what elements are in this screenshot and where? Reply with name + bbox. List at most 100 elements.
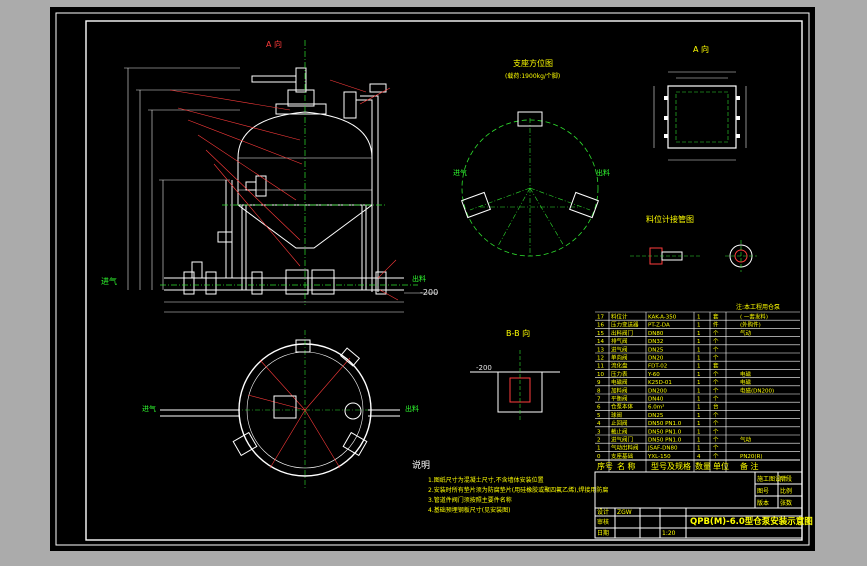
bom-cell-note: ( 一套发料)	[740, 313, 768, 321]
section-dim-left: -200	[476, 364, 492, 372]
bom-cell-note: 气动	[740, 436, 752, 444]
tb-right-6: 张数	[780, 499, 792, 507]
bom-cell-no: 5	[597, 413, 601, 419]
bom-cell-qty: 1	[697, 446, 701, 452]
bom-cell-no: 4	[597, 421, 601, 427]
bom-cell-no: 13	[597, 347, 604, 353]
bom-cell-qty: 1	[697, 397, 701, 403]
bom-cell-no: 3	[597, 429, 601, 435]
bom-cell-qty: 1	[697, 323, 701, 329]
bom-cell-name: 平衡阀	[611, 395, 628, 403]
bom-cell-unit: 个	[713, 346, 719, 353]
bom-cell-no: 14	[597, 339, 604, 345]
bom-cell-spec: DN20	[648, 356, 664, 362]
bom-cell-unit: 个	[713, 330, 719, 337]
notes-block: 说明 1.图纸尺寸为混凝土尺寸,不含墙体安装位置 2.安装时所有垫片须为防腐垫片…	[412, 459, 608, 514]
bom-cell-no: 7	[597, 397, 601, 403]
bom-cell-spec: JSAF-DN80	[647, 446, 678, 452]
bom-cell-name: 进气阀	[611, 345, 628, 353]
bom-cell-no: 16	[597, 323, 604, 329]
bom-cell-name: 电磁阀	[611, 378, 628, 386]
drawing-title: QPB(M)-6.0型仓泵安装示意图	[690, 516, 813, 527]
bom-cell-qty: 1	[697, 388, 701, 394]
bom-cell-unit: 个	[713, 437, 719, 444]
bom-cell-spec: DN50 PN1.0	[648, 429, 682, 435]
tb-mid-3: 1:20	[662, 530, 676, 537]
support-feet	[461, 111, 599, 219]
bom-cell-note: 电磁	[740, 378, 752, 386]
bom-cell-unit: 个	[713, 371, 719, 378]
bom-cell-unit: 个	[713, 396, 719, 403]
bom-header-unit: 单位	[713, 461, 729, 471]
bom-cell-qty: 1	[697, 405, 701, 411]
bom-cell-qty: 1	[697, 356, 701, 362]
bom-cell-name: 球阀	[611, 411, 622, 419]
view-a-inner	[675, 91, 729, 143]
bom-cell-qty: 1	[697, 429, 701, 435]
elevation-dims-bottom	[164, 292, 438, 313]
bom-cell-spec: DN80	[648, 331, 664, 337]
bom-header-qty: 数量	[695, 461, 711, 471]
bom-cell-name: 排气阀	[611, 337, 628, 345]
tb-left-1: 设计	[597, 508, 609, 516]
support-note: (载荷:1900kg/个脚)	[505, 72, 560, 80]
elevation-dim-right: -200	[420, 288, 438, 297]
notes-line-1: 1.图纸尺寸为混凝土尺寸,不含墙体安装位置	[428, 476, 544, 484]
view-a-bolts	[664, 96, 740, 138]
section-bb: B-B 向 -200	[470, 328, 560, 420]
tb-right-4: 比例	[780, 487, 792, 495]
bom-cell-no: 9	[597, 380, 601, 386]
bom-header-name: 名 称	[617, 461, 636, 471]
notes-title: 说明	[412, 459, 430, 471]
bom-cell-qty: 1	[697, 372, 701, 378]
bom-cell-spec: FDT-02	[648, 364, 667, 370]
bom-cell-spec: DN25	[648, 413, 664, 419]
tb-left-3: 日期	[597, 529, 609, 537]
bom-cell-name: 单向阀	[611, 354, 628, 362]
bom-cell-unit: 个	[713, 387, 719, 394]
elevation-left-dims	[124, 67, 240, 290]
bom-cell-name: 仓泵本体	[611, 403, 634, 411]
bom-cell-spec: PT-Z-DA	[648, 323, 670, 329]
support-right-label: 出料	[596, 168, 610, 177]
view-a-title: A 向	[693, 44, 709, 54]
plan-view: 进气 出料	[142, 330, 419, 490]
bom-cell-name: 压力表	[611, 370, 628, 378]
bom-cell-name: 出料阀门	[611, 329, 633, 337]
bom-cell-unit: 套	[713, 362, 719, 370]
bom-cell-spec: DN25	[648, 347, 664, 353]
bom-cell-qty: 1	[697, 413, 701, 419]
bom-cell-name: 止回阀	[611, 419, 628, 427]
bom-top-note: 注:本工程用仓泵	[736, 303, 780, 311]
bom-cell-qty: 1	[697, 315, 701, 321]
view-a: A 向	[653, 44, 747, 161]
bom-cell-spec: K25D-01	[648, 380, 672, 386]
bom-cell-no: 1	[597, 446, 601, 452]
bom-cell-qty: 1	[697, 331, 701, 337]
notes-line-2: 2.安装时所有垫片须为防腐垫片(用硅橡胶或聚四氟乙烯),焊接用防腐	[428, 486, 608, 494]
nozzle-detail: 料位计接管图	[630, 214, 757, 272]
plan-fittings	[160, 339, 400, 457]
elevation-label: A 向	[266, 39, 282, 49]
tb-right-2: 阶段	[780, 475, 792, 483]
bom-cell-no: 17	[597, 315, 604, 321]
bom-cell-unit: 台	[713, 403, 719, 411]
tb-left-2: 审核	[597, 518, 609, 526]
bom-cell-note: PN20(R)	[740, 454, 763, 460]
outer-frame	[55, 12, 810, 546]
title-block	[594, 471, 803, 539]
elevation-leaders	[169, 79, 399, 301]
bom-cell-no: 2	[597, 438, 601, 444]
support-orientation-view: 支座方位图 (载荷:1900kg/个脚) 进气 出料	[453, 58, 610, 258]
right-io-label: 出料	[412, 274, 426, 283]
bom-cell-name: 气动出料阀	[611, 444, 639, 452]
bom-cell-unit: 个	[713, 379, 719, 386]
bom-cell-name: 截止阀	[611, 427, 628, 435]
bom-header-note: 备 注	[740, 461, 759, 471]
bom-header-no: 序号	[597, 461, 613, 471]
bom-cell-qty: 1	[697, 380, 701, 386]
support-radials	[469, 118, 591, 258]
